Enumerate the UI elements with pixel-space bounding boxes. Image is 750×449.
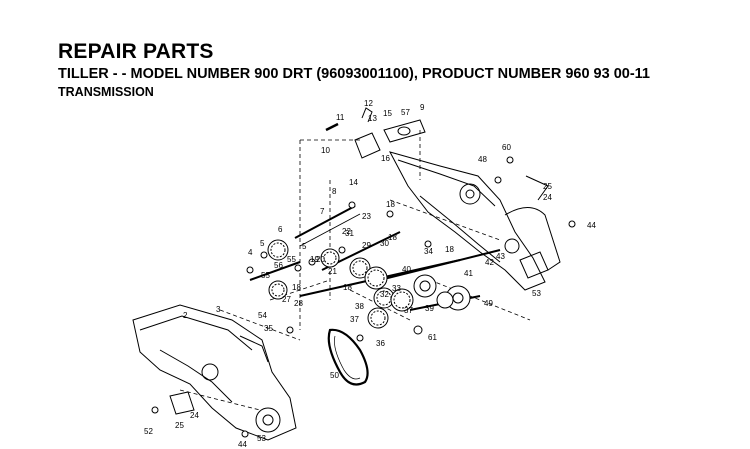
callout-30: 30 [380,239,389,248]
shaft [379,249,501,281]
callout-44: 44 [238,440,247,449]
callout-41: 41 [464,269,473,278]
callout-20: 20 [316,255,325,264]
callout-14: 14 [349,178,358,187]
callout-18: 18 [445,245,454,254]
callout-31: 31 [345,229,354,238]
callout-16: 16 [381,154,390,163]
callout-18: 18 [388,233,397,242]
callout-25: 25 [543,182,552,191]
callout-27: 27 [282,295,291,304]
callout-54: 54 [258,311,267,320]
drive-chain [327,328,369,386]
callout-36: 36 [376,339,385,348]
callout-37: 37 [404,306,413,315]
shaft [294,205,356,239]
callout-22: 22 [342,227,351,236]
callout-21: 21 [328,267,337,276]
callout-7: 7 [320,207,325,216]
bracket [169,391,195,415]
callout-57: 57 [401,108,410,117]
callout-56: 56 [274,261,283,270]
callout-49: 49 [484,299,493,308]
callout-3: 3 [216,305,221,314]
callout-55: 55 [287,255,296,264]
callout-13: 13 [368,114,377,123]
model-subtitle: TILLER - - MODEL NUMBER 900 DRT (9609300… [58,66,650,82]
callout-38: 38 [355,302,364,311]
callout-33: 33 [392,284,401,293]
callout-48: 48 [478,155,487,164]
callout-8: 8 [332,187,337,196]
callout-11: 11 [336,113,345,122]
callout-40: 40 [402,265,411,274]
callout-12: 12 [364,99,373,108]
callout-39: 39 [425,304,434,313]
callout-4: 4 [248,248,253,257]
shifter-bracket [354,132,381,159]
callout-19: 19 [310,255,319,264]
callout-5: 5 [260,239,265,248]
callout-42: 42 [485,258,494,267]
callout-35: 35 [264,324,273,333]
callout-25: 25 [175,421,184,430]
callout-61: 61 [428,333,437,342]
callout-18: 18 [386,200,395,209]
callout-5: 5 [302,242,307,251]
callout-18: 18 [343,283,352,292]
callout-43: 43 [496,252,505,261]
callout-28: 28 [294,299,303,308]
left-housing [132,304,297,441]
callout-10: 10 [321,146,330,155]
callout-34: 34 [424,247,433,256]
callout-37: 37 [350,315,359,324]
callout-18: 18 [292,283,301,292]
callout-24: 24 [190,411,199,420]
callout-15: 15 [383,109,392,118]
callout-52: 52 [144,427,153,436]
callout-23: 23 [362,212,371,221]
callout-6: 6 [278,225,283,234]
section-title: TRANSMISSION [58,85,154,99]
callout-53: 53 [257,434,266,443]
callout-53: 53 [532,289,541,298]
callout-24: 24 [543,193,552,202]
callout-2: 2 [183,311,188,320]
callout-50: 50 [330,371,339,380]
gear [267,239,471,329]
page-header: REPAIR PARTS TILLER - - MODEL NUMBER 900… [58,40,650,100]
callout-44: 44 [587,221,596,230]
callout-29: 29 [362,241,371,250]
callout-60: 60 [502,143,511,152]
page-title: REPAIR PARTS [58,40,214,63]
callout-32: 32 [380,290,389,299]
callout-55: 55 [261,271,270,280]
callout-9: 9 [420,103,425,112]
